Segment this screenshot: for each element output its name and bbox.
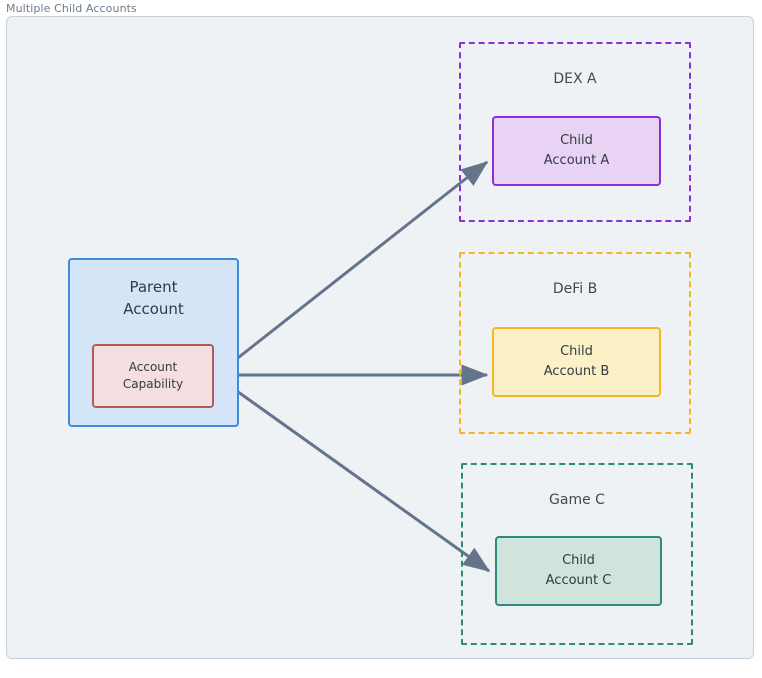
child-account-c-label-line1: Child (562, 553, 595, 568)
child-account-c-label-line2: Account C (545, 573, 612, 588)
parent-account-label-line1: Parent (129, 278, 178, 296)
child-account-b-label-line1: Child (560, 344, 593, 359)
account-capability-label-line1: Account (128, 360, 178, 374)
child-account-a-label-line1: Child (560, 133, 593, 148)
cluster-dex-a: DEX A (459, 42, 691, 222)
parent-account-label-line2: Account (123, 300, 184, 318)
cluster-game-c-title: Game C (549, 492, 605, 508)
diagram-title: Multiple Child Accounts (6, 2, 137, 15)
cluster-game-c: Game C (461, 463, 693, 645)
account-capability-label-line2: Capability (122, 377, 184, 391)
cluster-defi-b-title: DeFi B (552, 281, 598, 297)
child-account-a-label-line2: Account A (543, 153, 610, 168)
node-child-account-b[interactable]: Child Account B (492, 327, 661, 397)
cluster-defi-b: DeFi B (459, 252, 691, 434)
node-child-account-a[interactable]: Child Account A (492, 116, 661, 186)
node-child-account-c[interactable]: Child Account C (495, 536, 662, 606)
cluster-dex-a-title: DEX A (553, 71, 597, 87)
node-account-capability[interactable]: Account Capability (92, 344, 214, 408)
child-account-b-label-line2: Account B (543, 364, 610, 379)
